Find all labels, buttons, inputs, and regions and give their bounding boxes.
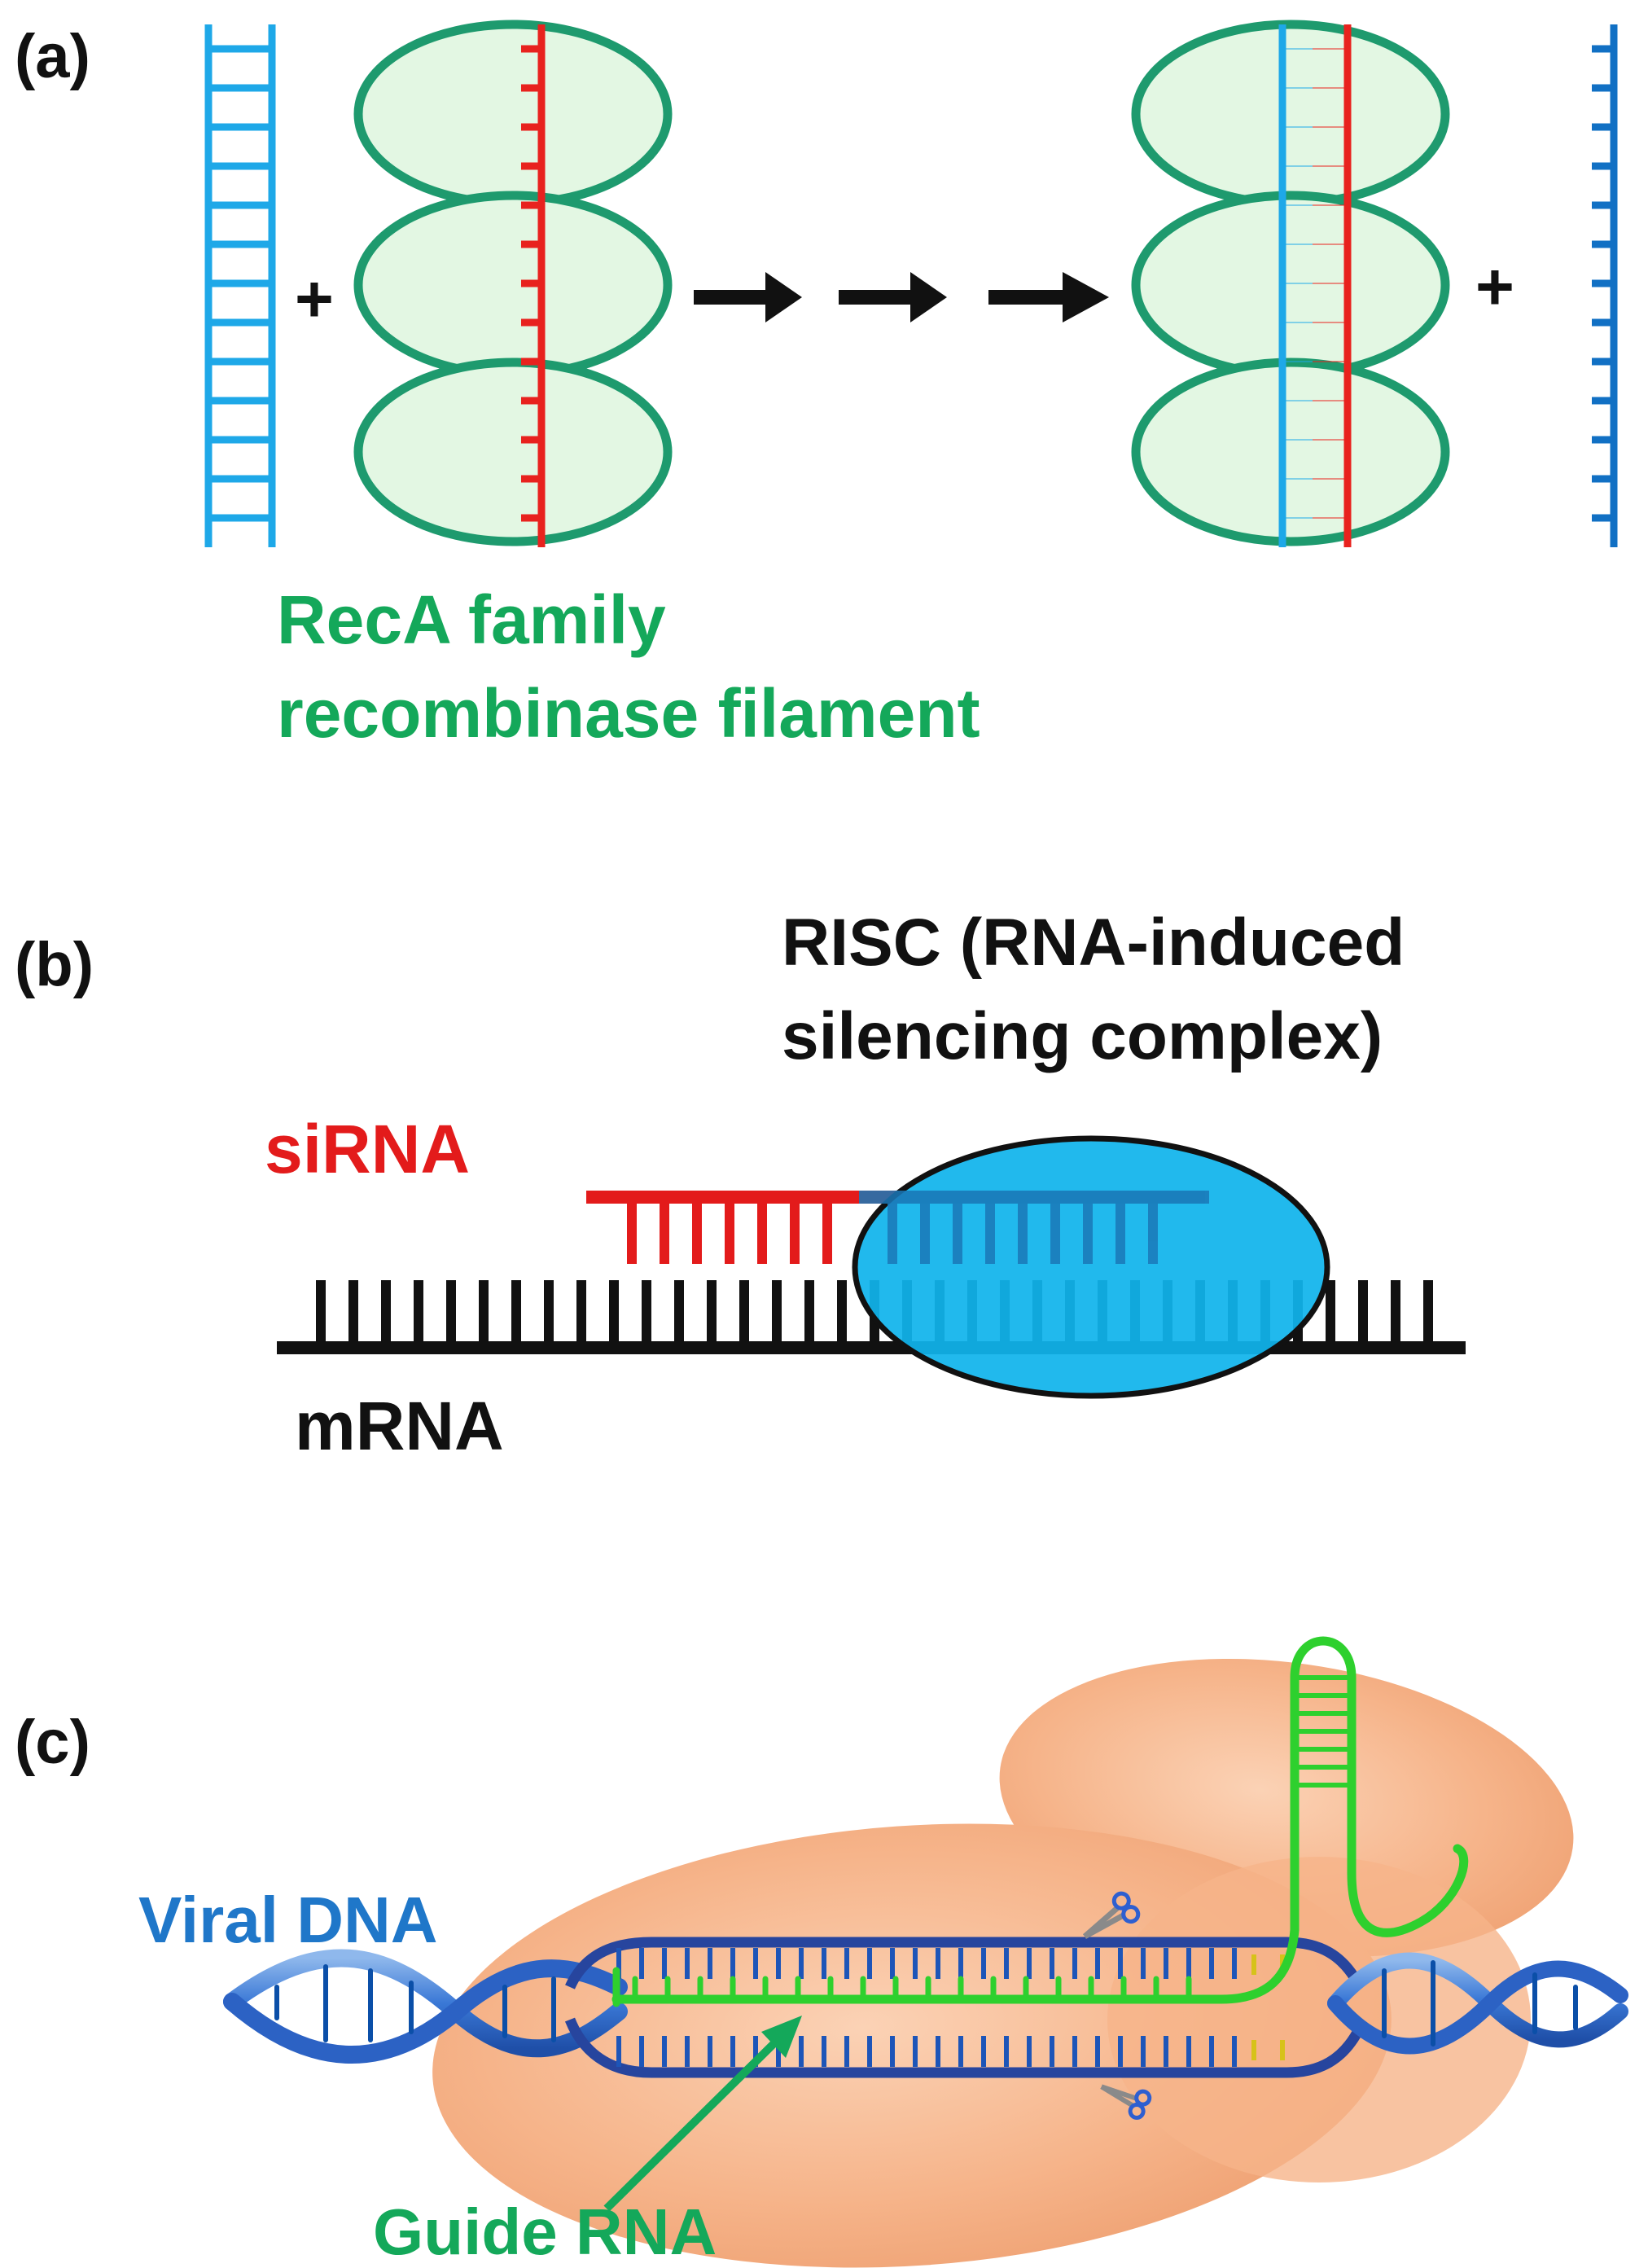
sirna-base	[692, 1199, 702, 1264]
risc-complex	[852, 1135, 1330, 1399]
right-dna-helix	[1327, 1952, 1628, 2055]
panel-c-label: (c)	[15, 1708, 90, 1777]
panel-a-label: (a)	[15, 22, 90, 91]
mrna-base	[772, 1280, 782, 1345]
mrna-base	[511, 1280, 521, 1345]
risc-base	[1018, 1199, 1028, 1264]
displaced-ssdna	[1592, 24, 1618, 547]
scissors-icon-bottom	[1100, 2084, 1152, 2120]
arrow-2	[839, 272, 947, 322]
sirna-label: siRNA	[265, 1111, 470, 1187]
mrna-label: mRNA	[295, 1388, 504, 1464]
recombinase-caption-line2: recombinase filament	[277, 675, 980, 752]
left-dna-helix	[223, 1949, 628, 2064]
risc-base	[920, 1199, 930, 1264]
arrow-1	[694, 272, 802, 322]
sirna-base	[725, 1199, 734, 1264]
mrna-base	[348, 1280, 358, 1345]
cas9-protein	[432, 1658, 1574, 2268]
panel-b: (b) RISC (RNA-induced silencing complex)…	[15, 906, 1466, 1464]
mrna-base	[1326, 1280, 1335, 1345]
mrna-base	[739, 1280, 749, 1345]
panel-a: (a) +	[15, 20, 1618, 752]
mrna-base	[674, 1280, 684, 1345]
scissors-icon-top	[1082, 1891, 1141, 1940]
heteroduplex-dna	[1278, 24, 1352, 547]
right-recombinase-filament	[1131, 20, 1450, 547]
mrna-base	[707, 1280, 717, 1345]
plus-sign-right: +	[1475, 250, 1514, 324]
risc-base	[1148, 1199, 1158, 1264]
mrna-base	[381, 1280, 391, 1345]
sirna-base	[822, 1199, 832, 1264]
mrna-base	[479, 1280, 489, 1345]
risc-label-line2: silencing complex)	[782, 999, 1383, 1073]
sirna-base	[757, 1199, 767, 1264]
left-dsdna-ladder	[204, 24, 276, 547]
risc-label-line1: RISC (RNA-induced	[782, 906, 1405, 980]
guide-rna	[611, 1636, 1469, 2007]
mrna-base	[609, 1280, 619, 1345]
recombinase-caption-line1: RecA family	[277, 581, 666, 658]
viral-dna-label: Viral DNA	[138, 1884, 438, 1956]
mrna-base	[837, 1280, 847, 1345]
risc-base	[1115, 1199, 1125, 1264]
plus-sign-left: +	[295, 262, 334, 336]
risc-base	[888, 1199, 897, 1264]
guide-rna-label: Guide RNA	[373, 2196, 717, 2268]
risc-base	[985, 1199, 995, 1264]
arrow-3	[988, 272, 1109, 322]
left-ssdna-strand	[521, 24, 546, 547]
mrna-base	[804, 1280, 814, 1345]
sirna-base	[627, 1199, 637, 1264]
mrna-base	[446, 1280, 456, 1345]
risc-inner-strands	[859, 1191, 1209, 1264]
mrna-base	[544, 1280, 554, 1345]
mrna-base	[414, 1280, 423, 1345]
panel-b-label: (b)	[15, 930, 94, 999]
mrna-base	[1423, 1280, 1433, 1345]
mrna-base	[1358, 1280, 1368, 1345]
mrna-base	[576, 1280, 586, 1345]
mrna-base	[1391, 1280, 1400, 1345]
panel-c: (c) Viral DNA	[15, 1636, 1628, 2268]
left-recombinase-filament	[353, 20, 673, 547]
mrna-base	[642, 1280, 651, 1345]
dna-bubble	[564, 1937, 1365, 2078]
risc-base	[1050, 1199, 1060, 1264]
guide-rna-pointer-arrow	[603, 2016, 802, 2212]
reaction-arrows	[694, 272, 1109, 322]
risc-base	[1083, 1199, 1093, 1264]
sirna-base	[660, 1199, 669, 1264]
mrna-base	[316, 1280, 326, 1345]
sirna-base	[790, 1199, 800, 1264]
risc-base	[953, 1199, 962, 1264]
